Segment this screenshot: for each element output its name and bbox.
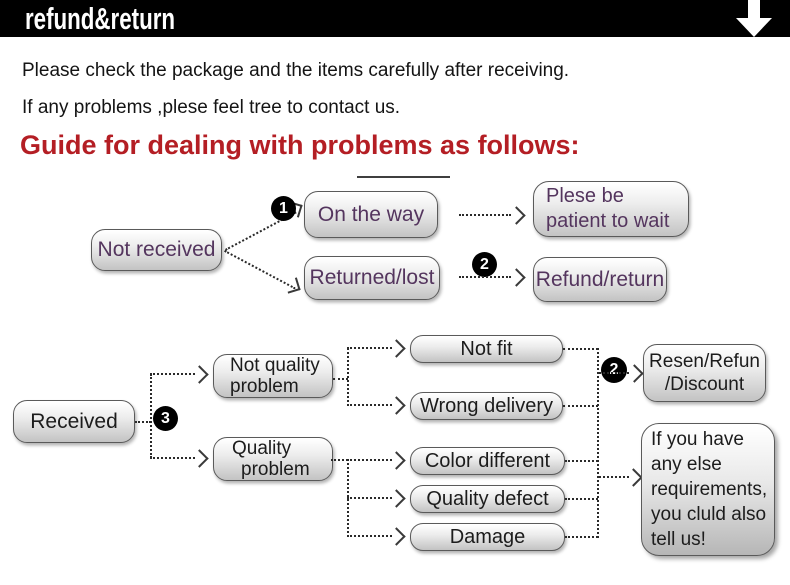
patient-line-2: patient to wait: [546, 210, 670, 232]
more-line-3: requirements,: [651, 479, 768, 500]
not-fit-out-connector: [563, 348, 598, 350]
resen-line-2: /Discount: [664, 374, 745, 395]
color-different-out-connector: [565, 460, 598, 462]
received-branch-line: [150, 374, 152, 458]
banner-title: refund&return: [25, 1, 176, 36]
intro-line-1: Please check the package and the items c…: [22, 60, 570, 81]
arrowhead-quality-icon: [190, 449, 209, 468]
node-returned-lost: Returned/lost: [304, 256, 440, 300]
node-wrong-delivery: Wrong delivery: [410, 392, 563, 420]
node-on-the-way: On the way: [304, 191, 438, 238]
arrow-to-color-different: [347, 459, 392, 461]
arrowhead-color-different-icon: [387, 451, 406, 470]
arrowhead-to-patient-icon: [507, 206, 526, 225]
arrowhead-not-fit-icon: [387, 339, 406, 358]
more-line-5: tell us!: [651, 529, 706, 550]
not-quality-connector: [333, 378, 348, 380]
arrow-to-damage: [347, 535, 392, 537]
arrowhead-fork-down-icon: [284, 277, 301, 294]
arrow-to-not-quality: [150, 373, 195, 375]
banner: refund&return: [0, 0, 790, 37]
damage-out-connector: [565, 536, 598, 538]
intro-line-2: If any problems ,plese feel tree to cont…: [22, 97, 401, 118]
quality-line-2: problem: [241, 459, 310, 480]
node-not-fit: Not fit: [410, 335, 563, 363]
arrow-to-refund: [459, 276, 511, 278]
badge-3: 3: [153, 406, 178, 431]
not-quality-line-2: problem: [230, 376, 299, 397]
not-quality-line-1: Not quality: [230, 355, 320, 376]
node-any-else-requirements: If you have any else requirements, you c…: [641, 423, 775, 556]
arrowhead-quality-defect-icon: [387, 489, 406, 508]
more-line-1: If you have: [651, 429, 744, 450]
node-not-quality-problem: Not quality problem: [213, 354, 333, 398]
wrong-delivery-out-connector: [563, 405, 598, 407]
arrow-to-not-fit: [347, 347, 392, 349]
not-quality-branch-line: [347, 348, 349, 406]
arrowhead-damage-icon: [387, 527, 406, 546]
node-received: Received: [13, 400, 135, 443]
arrow-to-wrong-delivery: [347, 404, 392, 406]
node-not-received: Not received: [91, 229, 222, 271]
more-line-2: any else: [651, 454, 722, 475]
arrowhead-resen-icon: [625, 364, 644, 383]
divider-line-fragment: [357, 176, 450, 178]
gather-line: [597, 348, 599, 538]
arrowhead-more-icon: [624, 468, 643, 487]
node-quality-problem: Quality problem: [213, 437, 333, 481]
quality-defect-out-connector: [565, 498, 598, 500]
arrow-to-resen: [599, 372, 629, 374]
node-resen-refund-discount: Resen/Refun /Discount: [643, 344, 766, 402]
quality-connector: [331, 459, 348, 461]
node-damage: Damage: [410, 523, 565, 551]
node-quality-defect: Quality defect: [410, 485, 565, 513]
node-patient-to-wait: Plese be patient to wait: [533, 181, 689, 237]
node-refund-return: Refund/return: [533, 257, 667, 302]
more-line-4: you cluld also: [651, 504, 767, 525]
arrowhead-to-refund-icon: [507, 268, 526, 287]
arrow-to-quality-defect: [347, 497, 392, 499]
arrow-to-more: [599, 476, 629, 478]
arrow-to-patient: [459, 214, 511, 216]
node-color-different: Color different: [410, 447, 565, 475]
patient-line-1: Plese be: [546, 185, 624, 207]
badge-1: 1: [271, 196, 296, 221]
received-connector: [135, 421, 151, 423]
arrow-to-quality: [150, 457, 195, 459]
arrowhead-not-quality-icon: [190, 365, 209, 384]
guide-heading: Guide for dealing with problems as follo…: [20, 130, 580, 160]
arrowhead-wrong-delivery-icon: [387, 396, 406, 415]
resen-line-1: Resen/Refun: [649, 351, 760, 372]
quality-line-1: Quality: [232, 438, 292, 459]
badge-2: 2: [472, 252, 497, 277]
badge-2b: 2: [601, 357, 627, 383]
